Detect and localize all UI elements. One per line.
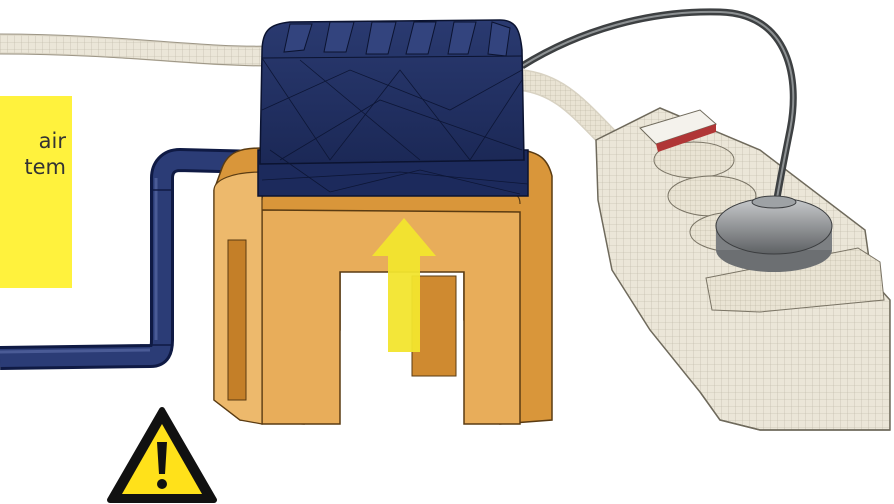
power-strip <box>596 108 890 430</box>
info-callout: air tem <box>0 96 72 288</box>
air-pump <box>258 20 528 196</box>
pump-cable <box>520 80 610 140</box>
background-cable <box>0 34 270 66</box>
callout-text: air tem <box>24 128 66 180</box>
plug <box>716 196 832 272</box>
callout-line-1: air <box>24 128 66 154</box>
warning-triangle-icon <box>110 410 214 500</box>
callout-line-2: tem <box>24 154 66 180</box>
